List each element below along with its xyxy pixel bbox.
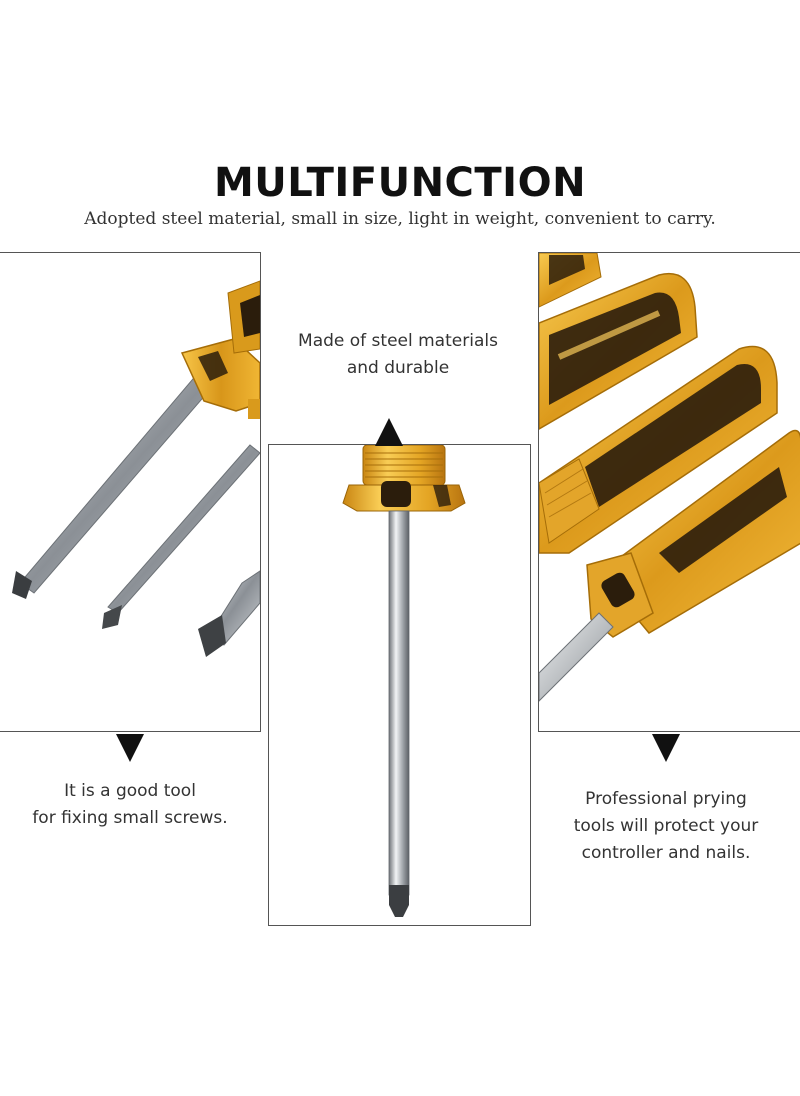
- page-title: MULTIFUNCTION: [213, 160, 587, 206]
- center-pointer-arrow: [375, 418, 403, 446]
- left-caption-line-1: It is a good tool: [64, 781, 196, 801]
- center-caption-line-2: and durable: [346, 358, 450, 378]
- right-caption: Professional prying tools will protect y…: [556, 786, 776, 867]
- left-caption-line-2: for fixing small screws.: [32, 808, 228, 828]
- right-caption-line-2: tools will protect your: [573, 816, 759, 836]
- right-caption-line-3: controller and nails.: [581, 843, 751, 863]
- long-screwdriver-illustration: [342, 445, 466, 917]
- screwdriver-tips-illustration: [12, 280, 260, 657]
- right-pointer-arrow: [652, 734, 680, 762]
- screwdriver-3: [198, 570, 260, 657]
- page-subtitle: Adopted steel material, small in size, l…: [84, 209, 716, 229]
- center-product-photo: [268, 444, 531, 926]
- left-caption: It is a good tool for fixing small screw…: [20, 778, 240, 832]
- screwdriver-2: [102, 399, 260, 629]
- screwdriver-1: [12, 280, 260, 599]
- center-caption: Made of steel materials and durable: [298, 328, 498, 382]
- right-caption-line-1: Professional prying: [585, 789, 747, 809]
- center-caption-line-1: Made of steel materials: [298, 331, 498, 351]
- left-pointer-arrow: [116, 734, 144, 762]
- left-product-photo: [0, 252, 261, 732]
- screwdriver-handles-illustration: [539, 253, 800, 702]
- right-product-photo: [538, 252, 800, 732]
